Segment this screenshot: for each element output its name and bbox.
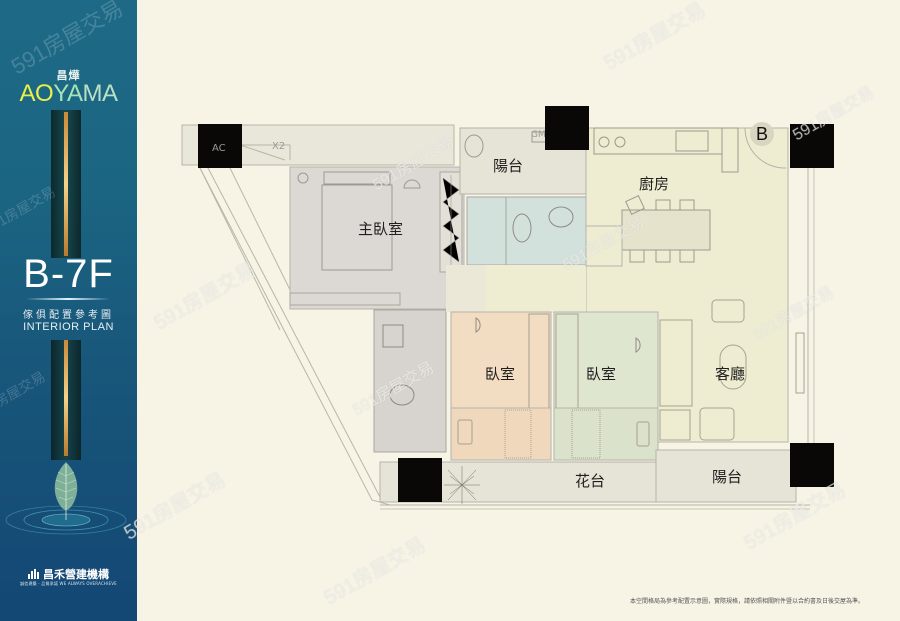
disclaimer-note: 本空間格局為參考配置示意圖，實際規格，請依照相關附件暨以合約書及日後交屋為準。 bbox=[629, 598, 864, 605]
gm-label: GM bbox=[531, 130, 546, 140]
brand-panel: 昌燁 AOYAMA B-7F 傢俱配置參考圖 INTERIOR PLAN 昌禾營… bbox=[0, 0, 137, 621]
project-logo: AOYAMA bbox=[0, 80, 137, 108]
company-name-text: 昌禾營建機構 bbox=[43, 568, 109, 581]
logo-part-ao: AO bbox=[19, 80, 54, 107]
ac-text: AC bbox=[212, 143, 226, 154]
company-tagline: 誠信建築 · 品質承諾 WE ALWAYS OVERACHIEVE bbox=[20, 581, 117, 586]
ac-count-label: X2 bbox=[272, 141, 286, 152]
logo-part-ma: MA bbox=[82, 80, 118, 107]
room-label-master-bedroom: 主臥室 bbox=[358, 220, 404, 238]
room-label-living-room: 客廳 bbox=[715, 365, 746, 383]
plan-title-english: INTERIOR PLAN bbox=[23, 321, 114, 333]
room-label-planter: 花台 bbox=[575, 472, 606, 490]
room-label-balcony-bottom: 陽台 bbox=[712, 468, 743, 486]
logo-part-ya: YA bbox=[53, 80, 83, 107]
room-label-bedroom-2: 臥室 bbox=[586, 365, 617, 383]
gold-bar-bottom bbox=[64, 340, 68, 456]
room-label-kitchen: 廚房 bbox=[639, 175, 670, 193]
room-label-balcony-top: 陽台 bbox=[493, 157, 524, 175]
unit-title: B-7F bbox=[23, 252, 114, 296]
company-logo-icon bbox=[28, 569, 39, 579]
gold-bar-top bbox=[64, 112, 68, 256]
unit-marker-b: B bbox=[750, 122, 774, 146]
floor-plan: AC X2 GM 主臥室 陽台 廚房 臥室 臥室 客廳 花台 陽台 B 本空間格… bbox=[120, 0, 900, 621]
room-label-bedroom-1: 臥室 bbox=[485, 365, 516, 383]
ac-label: AC bbox=[212, 143, 226, 154]
plan-title-chinese: 傢俱配置參考圖 bbox=[23, 310, 114, 321]
watermark: 591房屋交易 bbox=[0, 368, 49, 422]
leaf-icon bbox=[54, 462, 78, 520]
company-name: 昌禾營建機構 bbox=[0, 566, 137, 582]
unit-underline bbox=[26, 298, 110, 300]
project-chinese-name: 昌燁 bbox=[56, 69, 81, 82]
floor-plan-drawing bbox=[181, 106, 834, 510]
